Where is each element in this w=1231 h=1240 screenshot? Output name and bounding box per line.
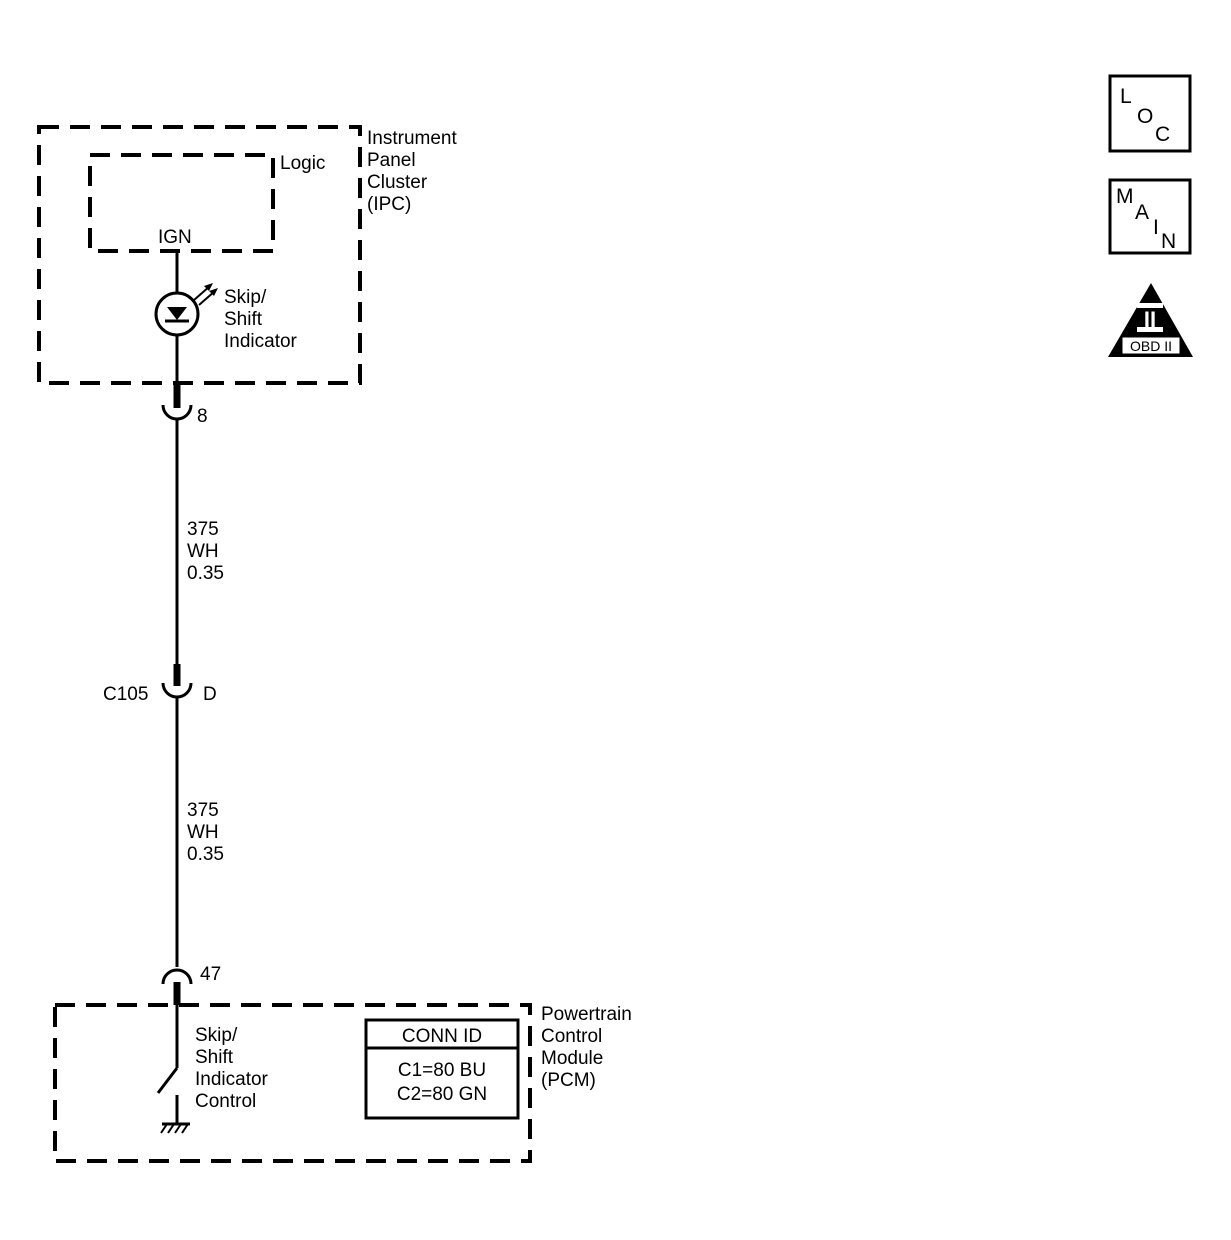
conn-id-table: CONN ID C1=80 BU C2=80 GN [364,1018,520,1120]
connector-pcm-pin-47: 47 [161,964,221,985]
control-label-line-3: Indicator [195,1069,269,1090]
pcm-boundary [53,1003,532,1163]
logic-boundary [88,153,275,253]
control-label-line-2: Shift [195,1047,234,1068]
c105-label: C105 [103,684,148,705]
led-icon [154,283,218,337]
logic-label: Logic [280,153,325,174]
conn-id-row-2: C2=80 GN [397,1084,487,1105]
ign-label: IGN [158,227,192,248]
conn-id-row-1: C1=80 BU [398,1060,486,1081]
ground-icon [160,1122,190,1134]
wire-label-upper: 375 WH 0.35 [187,519,224,584]
obd-label: OBD II [1130,338,1172,354]
indicator-label-line-2: Shift [224,309,263,330]
ipc-name-line-2: Panel [367,150,416,171]
wire-label-lower: 375 WH 0.35 [187,800,224,865]
ipc-name-line-4: (IPC) [367,194,411,215]
loc-letter-o: O [1137,105,1153,128]
wire-2-gauge: 0.35 [187,844,224,865]
loc-icon[interactable]: L O C [1108,74,1192,153]
wire-1-circuit: 375 [187,519,219,540]
c105-pin-label: D [203,684,217,705]
indicator-label-line-3: Indicator [224,331,298,352]
ipc-name-line-3: Cluster [367,172,428,193]
wire-2-circuit: 375 [187,800,219,821]
wire-2-color: WH [187,822,219,843]
pcm-name-line-1: Powertrain [541,1004,632,1025]
loc-letter-c: C [1155,123,1170,146]
pcm-name-line-2: Control [541,1026,602,1047]
pcm-module: Powertrain Control Module (PCM) Skip/ Sh… [53,1003,632,1163]
main-letter-m: M [1116,185,1134,208]
main-icon[interactable]: M A I N [1108,178,1192,255]
wire-1-color: WH [187,541,219,562]
ipc-pin-label: 8 [197,406,208,427]
control-label-line-1: Skip/ [195,1025,238,1046]
wire-1-gauge: 0.35 [187,563,224,584]
obd-ii-icon[interactable]: II OBD II [1108,283,1193,357]
pcm-pin-label: 47 [200,964,221,985]
loc-letter-l: L [1120,85,1132,108]
pcm-name-line-4: (PCM) [541,1070,596,1091]
indicator-label-line-1: Skip/ [224,287,267,308]
ipc-boundary [37,125,362,385]
connector-c105: C105 D [103,682,217,705]
main-letter-i: I [1153,216,1159,239]
main-letter-a: A [1135,201,1149,224]
control-label-line-4: Control [195,1091,256,1112]
pcm-name-line-3: Module [541,1048,603,1069]
obd-numeral: II [1144,307,1156,332]
ipc-module: Instrument Panel Cluster (IPC) Logic IGN… [37,125,457,385]
ipc-name-line-1: Instrument [367,128,457,149]
conn-id-header: CONN ID [402,1026,482,1047]
main-letter-n: N [1161,230,1176,253]
switch-icon [156,1067,179,1123]
connector-ipc-pin-8: 8 [161,404,208,427]
